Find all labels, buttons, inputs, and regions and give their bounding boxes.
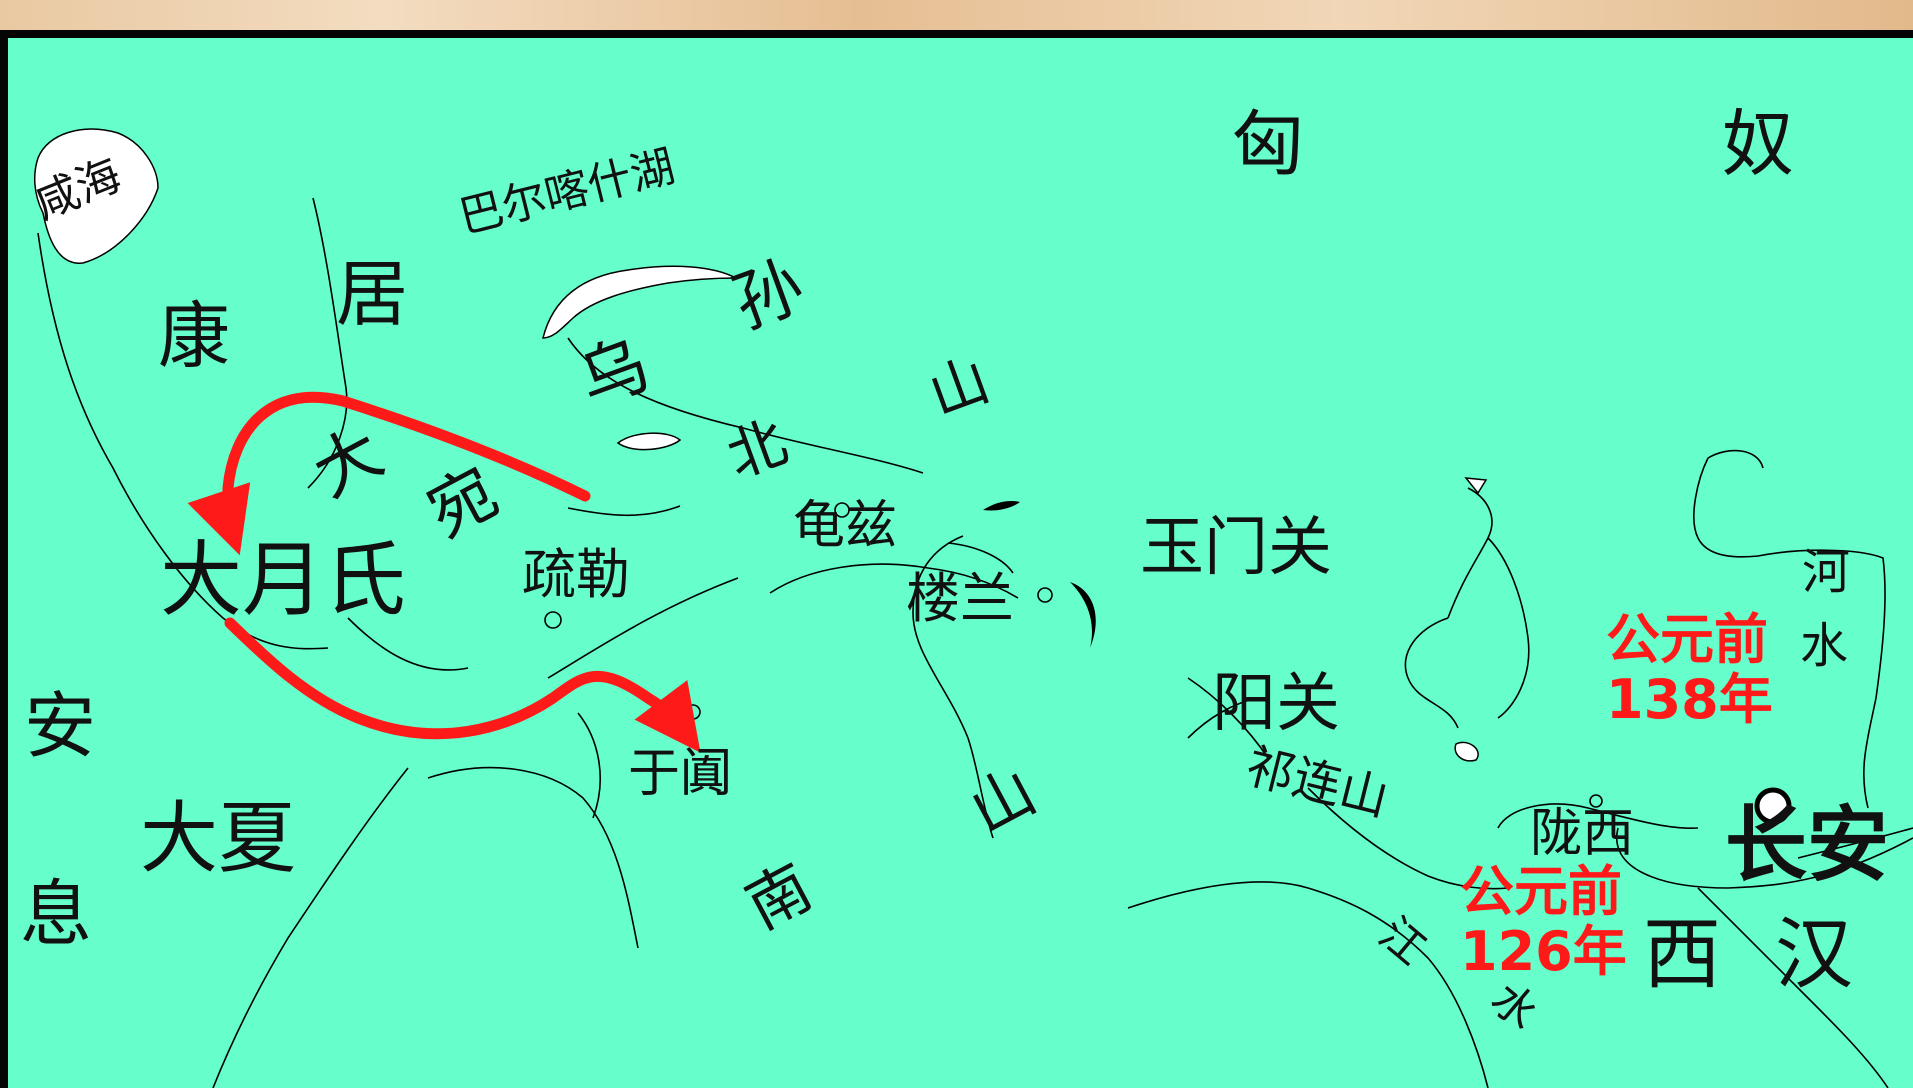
aral-sea (33, 128, 159, 264)
shule-town (544, 611, 562, 629)
label-kangju-1: 康 (158, 294, 231, 378)
map-canvas (8, 38, 1913, 1088)
annotation-date-126-line2: 126年 (1460, 920, 1627, 984)
label-yutian: 于阗 (628, 744, 733, 804)
label-heshui-1: 河 (1802, 544, 1851, 600)
label-changan: 长安 (1725, 797, 1890, 893)
river-line (947, 542, 1014, 574)
huanghe-line (1693, 457, 1759, 558)
lop-nur (1070, 582, 1096, 648)
river-line (1487, 537, 1530, 719)
river-line (567, 505, 681, 517)
route-arrow-yutian (224, 617, 701, 753)
label-anxi-1: 安 (24, 684, 97, 768)
route-arrow-return (187, 391, 591, 556)
boundary-line (37, 232, 329, 650)
qilian-line (1307, 787, 1509, 890)
label-loulan: 楼兰 (906, 567, 1014, 630)
tianshan-line (567, 337, 924, 474)
label-xiongnu-1: 匈 (1232, 102, 1305, 186)
wall-line (1187, 697, 1259, 739)
qiuci-town (834, 502, 850, 518)
dark-lake (983, 500, 1020, 511)
label-kangju-2: 居 (336, 252, 409, 336)
loulan-town (1037, 587, 1053, 603)
river-line (547, 577, 739, 679)
label-xiongnu-2: 奴 (1722, 102, 1795, 186)
label-yumenguan: 玉门关 (1140, 511, 1332, 585)
annotation-date-126: 公元前 126年 (1460, 860, 1627, 984)
river-line (347, 617, 469, 671)
label-xihan-1: 西 (1643, 910, 1722, 1000)
huanghe-line (1707, 449, 1764, 469)
river-line (1697, 887, 1889, 1088)
slide-top-border (0, 0, 1913, 34)
longxi-town (1589, 794, 1603, 808)
wall-line (1187, 677, 1269, 759)
land-area (8, 38, 1913, 1088)
river-line (212, 767, 409, 1088)
river-line (577, 712, 601, 819)
balkhash-lake (542, 265, 737, 339)
label-shule: 疏勒 (522, 543, 630, 606)
river-line (1497, 803, 1699, 830)
river-line (1404, 617, 1459, 729)
annotation-date-126-line1: 公元前 (1460, 860, 1622, 923)
label-dayuezhi: 大月氏 (160, 533, 407, 628)
huanghe-line (1757, 549, 1886, 809)
river-line (769, 563, 1019, 599)
label-longxi: 陇西 (1530, 804, 1635, 864)
changan-city-marker (1754, 787, 1792, 825)
small-lake (1464, 477, 1488, 495)
label-yangguan: 阳关 (1212, 667, 1340, 741)
small-lake (1454, 741, 1479, 762)
river-line (427, 766, 639, 949)
weihe-line (1615, 827, 1913, 889)
boundary-line (307, 197, 348, 489)
label-daxia: 大夏 (140, 794, 297, 884)
annotation-date-138: 公元前 138年 (1606, 608, 1773, 732)
label-anxi-2: 息 (20, 872, 93, 956)
river-line (1797, 827, 1913, 859)
river-line (1127, 881, 1489, 1088)
annotation-date-138-line2: 138年 (1606, 668, 1773, 732)
label-xihan-2: 汉 (1775, 910, 1854, 1000)
label-qiuci: 龟兹 (793, 496, 898, 556)
issyk-lake (616, 432, 682, 451)
river-line (912, 535, 994, 839)
annotation-date-138-line1: 公元前 (1606, 608, 1768, 671)
label-heshui-2: 水 (1800, 618, 1849, 674)
